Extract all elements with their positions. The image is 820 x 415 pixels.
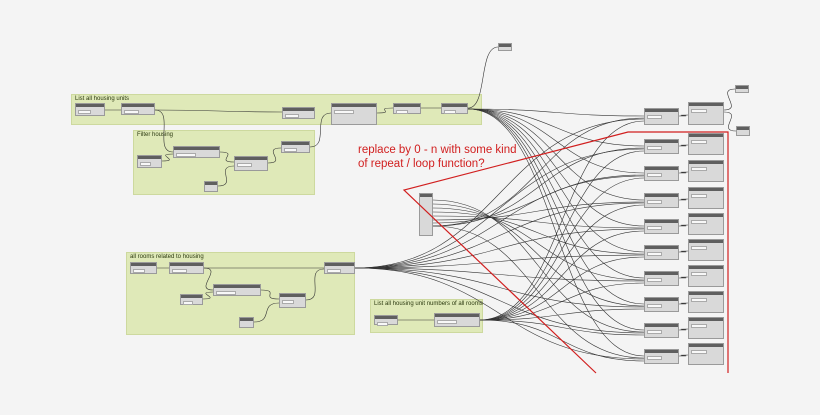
wire-units <box>467 108 645 253</box>
wire-unit-numbers <box>479 319 645 362</box>
node-watch-top[interactable] <box>498 43 512 51</box>
wire-local <box>678 302 689 305</box>
wire-local <box>678 198 689 201</box>
node-room-list-3[interactable] <box>688 187 724 209</box>
node-list-getitem-2[interactable] <box>644 166 679 181</box>
node-room-equals[interactable] <box>279 293 306 308</box>
group-title: Filter housing <box>137 132 174 138</box>
annotation-line-1: replace by 0 - n with some kind <box>358 144 517 156</box>
wire-units <box>467 108 645 147</box>
node-unit-string[interactable] <box>374 315 398 326</box>
wire-units <box>467 108 645 305</box>
wire <box>723 111 737 132</box>
annotation-line-2: of repeat / loop function? <box>358 158 485 170</box>
group-title: List all housing units <box>75 96 130 102</box>
node-room-string[interactable] <box>180 294 203 305</box>
node-unique-items[interactable] <box>393 103 421 114</box>
node-top-list-of-rooms[interactable] <box>688 102 724 125</box>
node-sort[interactable] <box>441 103 468 114</box>
wire-unit-numbers <box>479 282 645 321</box>
node-room-categories[interactable] <box>130 262 157 274</box>
node-room-list-1[interactable] <box>688 133 724 155</box>
wire-local <box>678 171 689 174</box>
wire-units <box>467 108 645 279</box>
node-list-getitem-5[interactable] <box>644 245 679 260</box>
wire-rooms <box>354 175 645 269</box>
node-room-list-9[interactable] <box>688 343 724 365</box>
node-equals[interactable] <box>234 156 268 171</box>
wire-unit-numbers <box>479 256 645 321</box>
node-element-parameter[interactable] <box>173 146 220 158</box>
node-filter-by-bool[interactable] <box>281 141 310 153</box>
annotation-note: replace by 0 - n with some kind of repea… <box>358 143 517 171</box>
node-room-list-8[interactable] <box>688 317 724 339</box>
node-list-filter[interactable] <box>282 107 315 119</box>
node-room-boolean[interactable] <box>239 317 254 328</box>
node-room-list-7[interactable] <box>688 291 724 313</box>
wire-unit-numbers <box>479 308 645 321</box>
node-room-parameter[interactable] <box>213 284 261 296</box>
wire-index <box>432 225 645 359</box>
wire-index <box>432 215 645 229</box>
wire-unit-numbers <box>479 319 645 336</box>
wire <box>723 88 736 111</box>
wire-rooms <box>354 118 645 269</box>
wire-local <box>678 354 689 357</box>
wire-index <box>432 117 645 227</box>
node-watch-b[interactable] <box>736 126 750 136</box>
wire-index <box>432 211 645 255</box>
node-list-getitem-8[interactable] <box>644 323 679 338</box>
wire-index <box>432 201 645 221</box>
wire-local <box>678 250 689 253</box>
wire-rooms <box>354 202 645 269</box>
wire-rooms <box>354 254 645 269</box>
wire-local <box>678 328 689 331</box>
node-list-getitem-9[interactable] <box>644 349 679 364</box>
wire-index <box>432 203 645 307</box>
node-list-getitem-7[interactable] <box>644 297 679 312</box>
wire-local <box>678 114 689 117</box>
wire-rooms <box>354 228 645 269</box>
wire-unit-numbers <box>479 177 645 321</box>
node-list-getitem-1[interactable] <box>644 139 679 154</box>
node-room-list-2[interactable] <box>688 160 724 182</box>
node-code-block-indices[interactable] <box>419 193 433 236</box>
node-all-rooms[interactable] <box>169 262 204 274</box>
wire-unit-numbers <box>479 230 645 321</box>
wire-units <box>467 108 645 117</box>
node-boolean[interactable] <box>204 181 218 192</box>
node-categories[interactable] <box>75 103 105 116</box>
node-list-getitem-4[interactable] <box>644 219 679 234</box>
node-get-parameter[interactable] <box>331 103 377 125</box>
node-watch-a[interactable] <box>735 85 749 93</box>
wire-local <box>678 276 689 279</box>
wire-index <box>432 174 645 224</box>
node-all-elements[interactable] <box>121 103 155 115</box>
node-top-list-getitem[interactable] <box>644 108 679 125</box>
wire-local <box>678 224 689 227</box>
node-unit-parameter[interactable] <box>434 313 480 327</box>
node-room-list-6[interactable] <box>688 265 724 287</box>
node-room-list-5[interactable] <box>688 239 724 261</box>
group-title: all rooms related to housing <box>130 254 204 260</box>
wire-rooms <box>354 267 645 282</box>
node-string[interactable] <box>137 155 162 168</box>
node-list-getitem-3[interactable] <box>644 193 679 208</box>
wire-index <box>432 207 645 281</box>
wire-local <box>678 144 689 147</box>
group-title: List all housing unit numbers of all roo… <box>374 301 483 307</box>
node-list-getitem-6[interactable] <box>644 271 679 286</box>
wire-unit-numbers <box>479 204 645 321</box>
node-room-filter[interactable] <box>324 262 355 274</box>
node-room-list-4[interactable] <box>688 213 724 235</box>
wire-unit-numbers <box>479 150 645 321</box>
